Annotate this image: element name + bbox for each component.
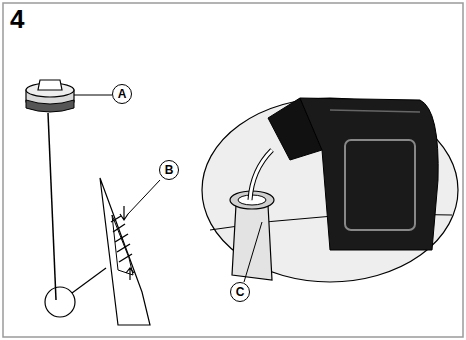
step-number: 4 bbox=[10, 4, 24, 35]
callout-letter: B bbox=[165, 164, 174, 176]
callout-letter: C bbox=[236, 286, 245, 298]
callout-circle: B bbox=[159, 160, 179, 180]
callout-circle: A bbox=[112, 84, 132, 104]
callout-circle: C bbox=[230, 282, 250, 302]
callout-letter: A bbox=[118, 88, 127, 100]
